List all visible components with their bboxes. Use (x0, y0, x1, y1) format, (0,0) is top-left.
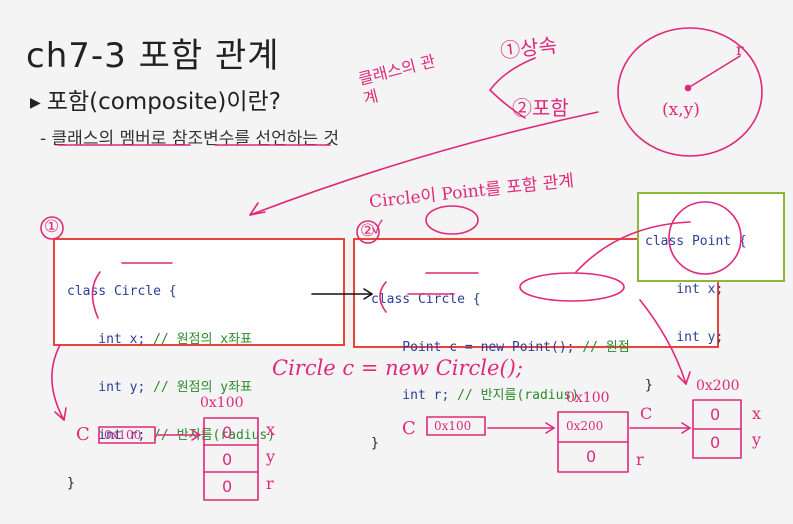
cell-value: 0 (222, 477, 233, 496)
code-line: int x; // 원점의 x좌표 (67, 332, 275, 348)
cell-value: 0 (710, 405, 721, 424)
code-text: int y; (67, 380, 146, 395)
code-comment: // 원점의 x좌표 (145, 332, 253, 347)
note-inheritance: ①상속 (499, 33, 559, 63)
label-addr-1-top: 0x100 (200, 395, 244, 411)
label-c-var-1: C (76, 424, 90, 445)
arrow-head (681, 422, 691, 434)
field-x-2: x (752, 404, 762, 423)
code-text: class Point { (645, 234, 747, 249)
composite-circle (425, 205, 479, 235)
label-c-var-2: C (402, 418, 416, 439)
link-to-point (575, 221, 691, 273)
arrow-head (54, 407, 67, 421)
arrow-to-box1 (249, 111, 599, 216)
code-box-point: class Point { int x; int y; } (637, 192, 785, 393)
code-line: int y; (645, 330, 747, 346)
arrow-down-left (51, 344, 65, 421)
arrow-head (545, 422, 555, 434)
code-block: class Point { int x; int y; } (645, 202, 747, 426)
xy-oval (668, 201, 742, 275)
code-line: class Circle { (67, 284, 275, 300)
note-point-xy: (x,y) (662, 100, 700, 120)
arrow-head (191, 429, 201, 441)
code-text: Point c = new Point(); (371, 340, 575, 355)
code-text: int r; (371, 388, 450, 403)
code-comment: // 원점 (574, 340, 630, 355)
c-var-box-2 (426, 416, 486, 436)
note-radius: r (736, 40, 744, 59)
object-box-1 (203, 417, 259, 501)
note-new-circle: Circle c = new Circle(); (272, 356, 523, 380)
label-addr-2-top: 0x100 (566, 390, 610, 406)
field-c: C (640, 404, 653, 423)
code-text: } (371, 436, 379, 451)
number-circle-2 (356, 220, 380, 244)
code-line: int y; // 원점의 y좌표 (67, 380, 275, 396)
new-point-oval (519, 272, 625, 302)
code-line: int r; // 반지름(radius) (371, 388, 630, 404)
field-r-2: r (636, 450, 644, 469)
code-line: } (67, 476, 275, 492)
arrow-head (249, 202, 266, 216)
code-box-circle-basic: class Circle { int x; // 원점의 x좌표 int y; … (53, 238, 345, 491)
c-var-box-1 (98, 426, 156, 444)
label-addr-3-top: 0x200 (696, 378, 740, 394)
circle-drawing (617, 27, 763, 157)
label-addr-2: 0x100 (434, 419, 472, 433)
radius-line (687, 55, 741, 89)
code-text: } (67, 476, 75, 491)
code-line: int r; // 반지름(radius) (67, 428, 275, 444)
code-text: int x; (67, 332, 146, 347)
code-comment: // 반지름(radius) (449, 388, 580, 403)
field-x: x (266, 420, 276, 439)
bracket-fields-2 (379, 281, 387, 313)
code-text: int x; (645, 282, 724, 297)
relation-brace (489, 57, 536, 119)
code-text: } (645, 378, 653, 393)
label-addr-1: 0x100 (104, 428, 142, 442)
bullet-text: 포함(composite)이란? (46, 89, 281, 115)
code-line: } (371, 436, 630, 452)
code-comment: // 원점의 y좌표 (145, 380, 253, 395)
bracket-fields-1 (91, 271, 101, 319)
code-text: int r; (67, 428, 146, 443)
arrow-head (363, 288, 373, 300)
code-text: int y; (645, 330, 724, 345)
code-block: class Circle { Point c = new Point(); //… (371, 260, 630, 484)
field-y-2: y (752, 430, 762, 449)
definition-text: - 클래스의 멤버로 참조변수를 선언하는 것 (40, 129, 340, 149)
arrow-down-right (639, 299, 687, 385)
note-composite: ②포함 (512, 96, 569, 120)
cell-value: 0 (222, 423, 233, 442)
code-line: class Point { (645, 234, 747, 250)
number-circle-1 (40, 216, 64, 240)
bullet-heading: ▶ 포함(composite)이란? (30, 82, 281, 116)
code-line: } (645, 378, 747, 394)
code-text: class Circle { (67, 284, 177, 299)
slide-title: ch7-3 포함 관계 (26, 36, 280, 76)
field-y: y (266, 447, 276, 466)
code-block: class Circle { int x; // 원점의 x좌표 int y; … (67, 252, 275, 524)
label-inner-addr: 0x200 (566, 419, 604, 433)
code-comment: // 반지름(radius) (145, 428, 276, 443)
arrow-head (677, 371, 691, 385)
bullet-triangle-icon: ▶ (30, 95, 41, 111)
handwriting-layer (40, 27, 763, 501)
note-num2: ② (360, 221, 376, 241)
cell-value: 0 (222, 450, 233, 469)
note-num1: ① (44, 217, 60, 237)
code-line: Point c = new Point(); // 원점 (371, 340, 630, 356)
cell-value: 0 (586, 447, 597, 466)
field-r: r (266, 474, 274, 493)
code-line: int x; (645, 282, 747, 298)
cell-value: 0 (710, 433, 721, 452)
slide: ch7-3 포함 관계 ▶ 포함(composite)이란? - 클래스의 멤버로… (26, 27, 785, 501)
